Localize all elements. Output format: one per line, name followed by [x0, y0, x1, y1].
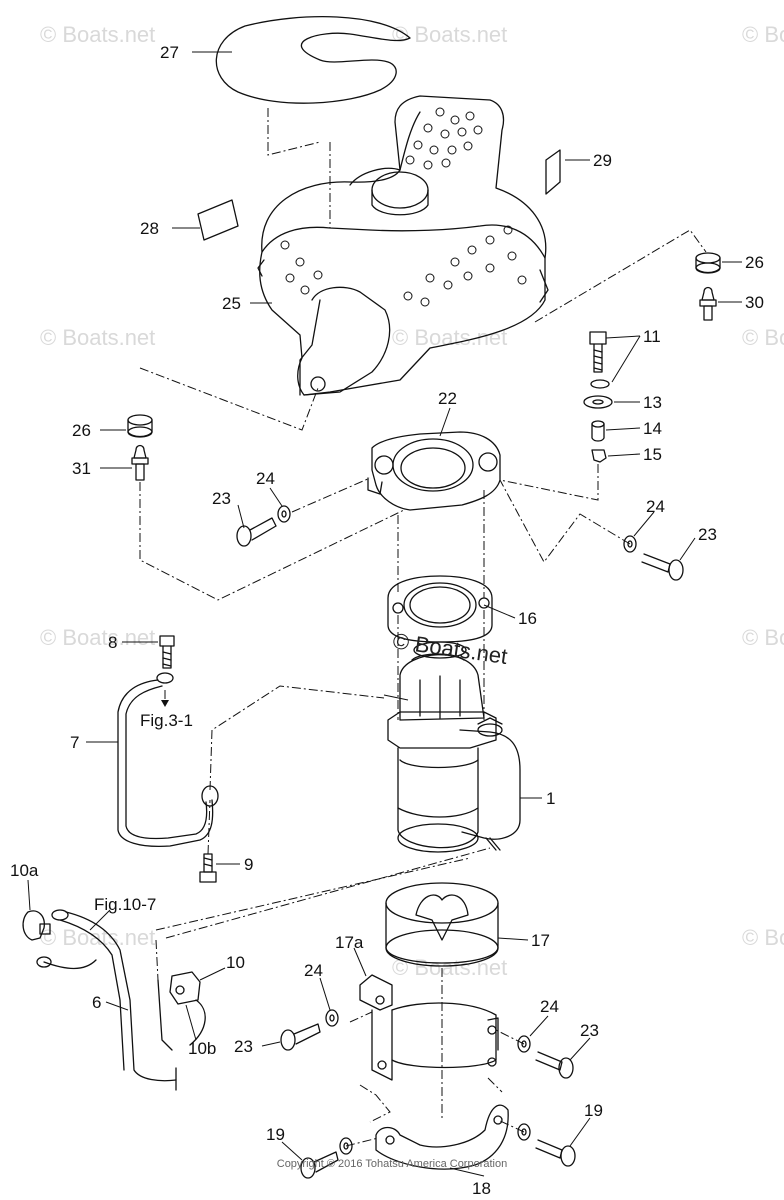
- part-28-label: [197, 199, 239, 241]
- callout-23-lower-left: 23: [234, 1037, 253, 1056]
- callout-13: 13: [643, 393, 662, 412]
- part-19-bolt: [300, 1137, 353, 1179]
- watermark: © Boats.net: [40, 625, 156, 650]
- part-23-bolt: [517, 1035, 574, 1079]
- part-7-ground-cable: [117, 672, 219, 848]
- callout-7: 7: [70, 733, 79, 752]
- part-25-flywheel-cover: [257, 95, 549, 396]
- callout-23-upper-left: 23: [212, 489, 231, 508]
- callout-23-upper-right: 23: [698, 525, 717, 544]
- callout-18: 18: [472, 1179, 491, 1198]
- callout-24-upper-right: 24: [646, 497, 665, 516]
- callout-22: 22: [438, 389, 457, 408]
- figure-ref-10-7: Fig.10-7: [94, 895, 156, 914]
- callout-30: 30: [745, 293, 764, 312]
- callout-11: 11: [643, 327, 661, 346]
- part-17a-clamp: [359, 974, 499, 1081]
- part-18-strap: [375, 1104, 509, 1170]
- callout-23-lower-right: 23: [580, 1021, 599, 1040]
- part-23-bolt: [280, 1009, 339, 1051]
- callout-24-lower-right: 24: [540, 997, 559, 1016]
- part-10a-bulb: [22, 910, 51, 941]
- callout-10a: 10a: [10, 861, 39, 880]
- part-26-grommet-right: [695, 252, 721, 274]
- callout-17a: 17a: [335, 933, 364, 952]
- part-31-pin: [131, 444, 149, 481]
- part-11-bolt: [589, 331, 610, 389]
- callout-labels: 27 29 28 26 30 25 11 13 14 15 22 26 31 2…: [10, 43, 764, 1198]
- watermark: © Boats.net: [392, 955, 508, 980]
- callout-6: 6: [92, 993, 101, 1012]
- watermark: © Boats.net: [392, 325, 508, 350]
- assembly-lines: [139, 108, 707, 1147]
- figure-ref-3-1: Fig.3-1: [140, 711, 193, 730]
- watermark: © Boats.net: [40, 325, 156, 350]
- watermark: © Boats.net: [392, 22, 508, 47]
- callout-29: 29: [593, 151, 612, 170]
- part-22-bracket: [367, 431, 501, 511]
- watermark: © Boats.net: [40, 22, 156, 47]
- callout-25: 25: [222, 294, 241, 313]
- callout-1: 1: [546, 789, 555, 808]
- part-14-spacer: [591, 420, 605, 442]
- part-16-gasket: [387, 575, 493, 643]
- watermark: © Boats.net: [742, 22, 784, 47]
- callout-27: 27: [160, 43, 179, 62]
- callout-26-right: 26: [745, 253, 764, 272]
- part-30-pin: [699, 286, 717, 321]
- callout-24-upper-left: 24: [256, 469, 275, 488]
- part-17-cushion: [385, 882, 499, 967]
- callout-19-right: 19: [584, 1101, 603, 1120]
- part-23-bolt: [236, 505, 291, 547]
- callout-26-left: 26: [72, 421, 91, 440]
- part-15-nut: [591, 449, 607, 463]
- part-8-bolt: [159, 635, 175, 669]
- callout-15: 15: [643, 445, 662, 464]
- callout-10: 10: [226, 953, 245, 972]
- part-29-label: [545, 149, 561, 195]
- watermark: © Boats.net: [742, 325, 784, 350]
- callout-14: 14: [643, 419, 662, 438]
- copyright-notice: Copyright © 2016 Tohatsu America Corpora…: [276, 1158, 508, 1170]
- part-6-wire-harness: [36, 909, 177, 1091]
- arrow-icon: [161, 700, 169, 707]
- callout-16: 16: [518, 609, 537, 628]
- watermark: © Boats.net: [742, 925, 784, 950]
- callout-28: 28: [140, 219, 159, 238]
- part-23-bolt: [623, 535, 684, 581]
- part-10-connector: [157, 971, 206, 1051]
- part-13-washer: [583, 395, 613, 409]
- leader-lines: [27, 51, 742, 1177]
- part-27-gasket: [215, 16, 411, 104]
- callout-19-left: 19: [266, 1125, 285, 1144]
- watermark: © Boats.net: [40, 925, 156, 950]
- callout-31: 31: [72, 459, 91, 478]
- callout-8: 8: [108, 633, 117, 652]
- part-1-starter-motor: [387, 641, 521, 853]
- part-19-bolt: [517, 1123, 576, 1167]
- part-26-grommet-left: [127, 414, 153, 438]
- callout-24-lower-left: 24: [304, 961, 323, 980]
- watermark: © Boats.net: [742, 625, 784, 650]
- callout-17: 17: [531, 931, 550, 950]
- part-9-bolt: [199, 853, 217, 883]
- callout-9: 9: [244, 855, 253, 874]
- callout-10b: 10b: [188, 1039, 216, 1058]
